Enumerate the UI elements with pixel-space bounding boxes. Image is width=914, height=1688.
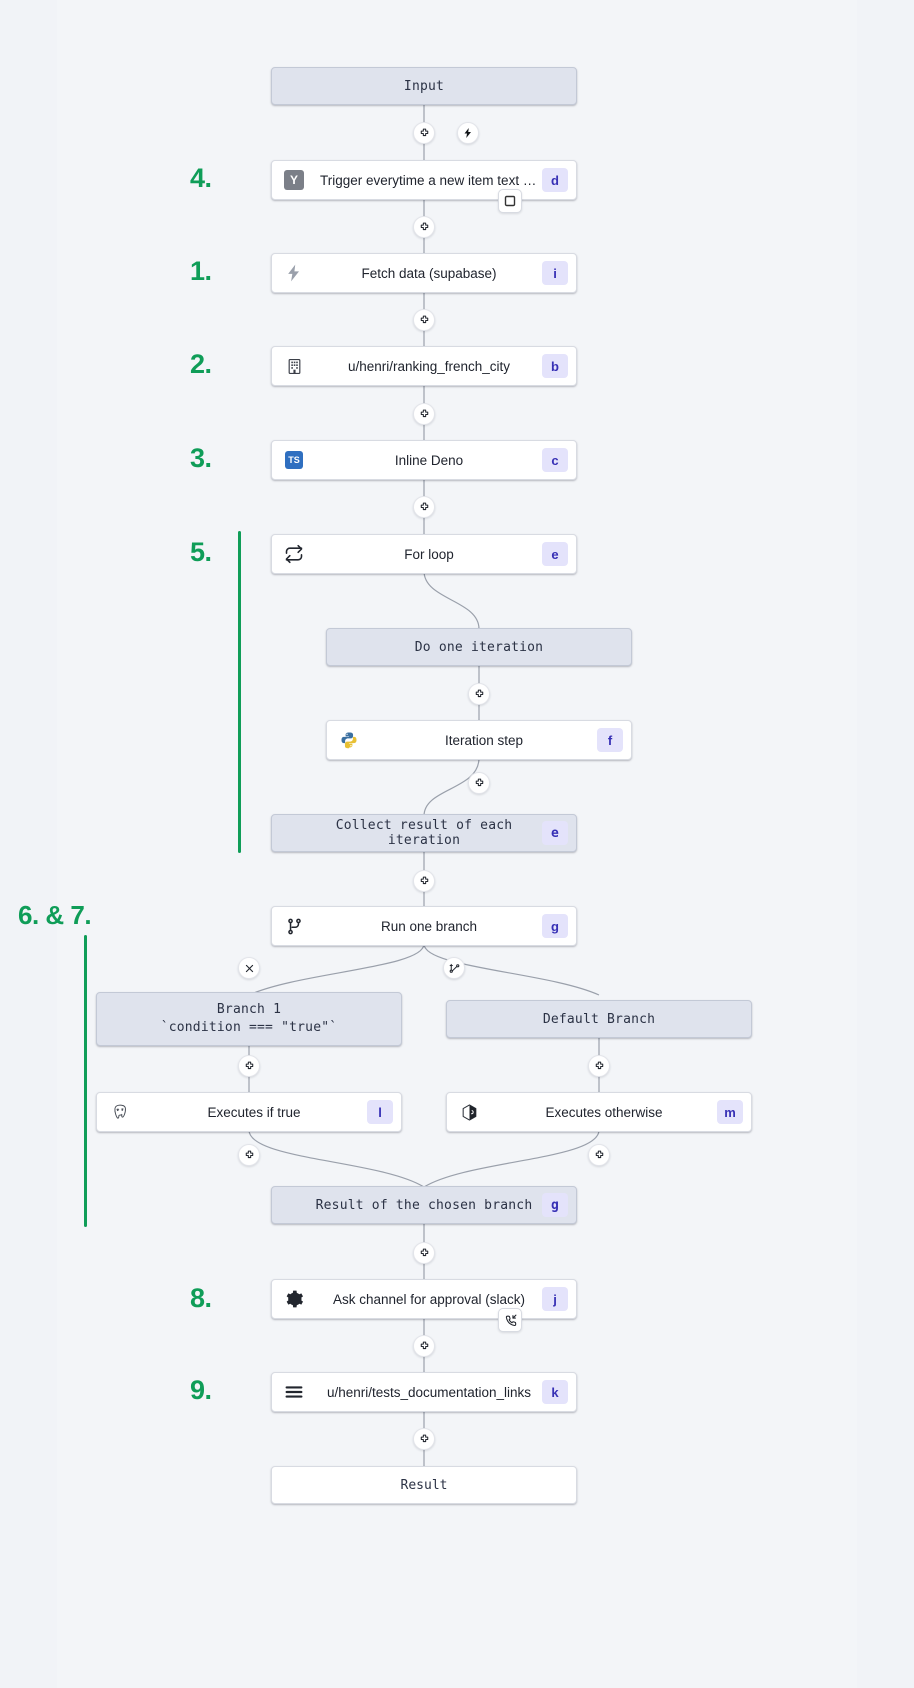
node-trigger[interactable]: Y Trigger everytime a new item text o… d: [271, 160, 577, 200]
node-run-one-branch-badge: g: [542, 914, 568, 938]
node-do-one-iteration[interactable]: Do one iteration: [326, 628, 632, 666]
for-loop-bracket-rule: [238, 531, 241, 853]
node-executes-otherwise-label: Executes otherwise: [545, 1104, 663, 1120]
bolt-grey-icon: [272, 254, 316, 292]
node-fetch-data-label: Fetch data (supabase): [361, 265, 497, 281]
node-branch-1-condition: `condition === "true"`: [160, 1020, 338, 1035]
bun-icon: [447, 1093, 491, 1131]
trigger-bolt-handle[interactable]: [457, 122, 479, 144]
node-trigger-badge: d: [542, 168, 568, 192]
add-step-handle-slack-tests[interactable]: [413, 1335, 435, 1357]
node-run-one-branch-label: Run one branch: [380, 918, 478, 934]
node-for-loop-badge: e: [542, 542, 568, 566]
node-collect-result-badge: e: [542, 821, 568, 845]
node-tests-documentation-links-label: u/henri/tests_documentation_links: [326, 1384, 532, 1400]
node-for-loop-label: For loop: [404, 546, 454, 562]
node-fetch-data[interactable]: Fetch data (supabase) i: [271, 253, 577, 293]
add-step-handle-ranking-deno[interactable]: [413, 403, 435, 425]
stop-square-icon[interactable]: [498, 189, 522, 213]
node-slack-approval-badge: j: [542, 1287, 568, 1311]
node-input-label: Input: [403, 78, 445, 94]
typescript-icon: TS: [272, 441, 316, 479]
node-result[interactable]: Result: [271, 1466, 577, 1504]
add-step-handle-chosen-slack[interactable]: [413, 1242, 435, 1264]
node-iteration-step-badge: f: [597, 728, 623, 752]
node-run-one-branch[interactable]: Run one branch g: [271, 906, 577, 946]
add-step-handle-branch1[interactable]: [238, 1055, 260, 1077]
add-step-handle-trigger-fetch[interactable]: [413, 216, 435, 238]
node-inline-deno-label: Inline Deno: [394, 452, 464, 468]
node-input[interactable]: Input: [271, 67, 577, 105]
node-inline-deno[interactable]: TS Inline Deno c: [271, 440, 577, 480]
loop-icon: [272, 535, 316, 573]
add-step-handle-iteration-collect[interactable]: [468, 772, 490, 794]
node-for-loop[interactable]: For loop e: [271, 534, 577, 574]
node-chosen-branch-result[interactable]: Result of the chosen branch g: [271, 1186, 577, 1224]
node-executes-otherwise-badge: m: [717, 1100, 743, 1124]
node-inline-deno-badge: c: [542, 448, 568, 472]
node-slack-approval[interactable]: Ask channel for approval (slack) j: [271, 1279, 577, 1319]
gear-icon: [272, 1280, 316, 1318]
node-executes-otherwise[interactable]: Executes otherwise m: [446, 1092, 752, 1132]
node-chosen-branch-result-label: Result of the chosen branch: [315, 1197, 533, 1213]
node-ranking-french-city[interactable]: u/henri/ranking_french_city b: [271, 346, 577, 386]
node-iteration-step[interactable]: Iteration step f: [326, 720, 632, 760]
step-number-4: 4.: [190, 163, 212, 193]
postgres-icon: [97, 1093, 141, 1131]
remove-branch-handle[interactable]: [238, 957, 260, 979]
node-branch-1[interactable]: Branch 1 `condition === "true"`: [96, 992, 402, 1046]
node-collect-result[interactable]: Collect result of each iteration e: [271, 814, 577, 852]
phone-incoming-icon[interactable]: [498, 1308, 522, 1332]
step-number-5: 5.: [190, 537, 212, 567]
node-trigger-label: Trigger everytime a new item text o…: [320, 172, 542, 188]
add-step-handle-default-branch[interactable]: [588, 1055, 610, 1077]
node-collect-result-label: Collect result of each iteration: [335, 818, 513, 848]
node-iteration-step-label: Iteration step: [444, 732, 524, 748]
hamburger-icon: [272, 1373, 316, 1411]
add-step-handle-collect-branch[interactable]: [413, 870, 435, 892]
yaml-icon: Y: [272, 161, 316, 199]
step-number-2: 2.: [190, 349, 212, 379]
node-executes-if-true[interactable]: Executes if true l: [96, 1092, 402, 1132]
branch-icon: [272, 907, 316, 945]
step-number-9: 9.: [190, 1375, 212, 1405]
node-result-label: Result: [400, 1477, 448, 1493]
step-number-3: 3.: [190, 443, 212, 473]
node-ranking-french-city-badge: b: [542, 354, 568, 378]
node-ranking-french-city-label: u/henri/ranking_french_city: [347, 358, 511, 374]
add-step-handle-after-executes-otherwise[interactable]: [588, 1144, 610, 1166]
node-tests-documentation-links-badge: k: [542, 1380, 568, 1404]
add-step-handle-iteration[interactable]: [468, 683, 490, 705]
node-slack-approval-label: Ask channel for approval (slack): [332, 1291, 526, 1307]
node-executes-if-true-badge: l: [367, 1100, 393, 1124]
step-number-8: 8.: [190, 1283, 212, 1313]
add-step-handle-input-trigger[interactable]: [413, 122, 435, 144]
node-do-one-iteration-label: Do one iteration: [414, 639, 544, 655]
add-step-handle-fetch-ranking[interactable]: [413, 309, 435, 331]
node-executes-if-true-label: Executes if true: [207, 1104, 301, 1120]
step-number-6-and-7: 6. & 7.: [18, 900, 92, 930]
node-branch-1-title: Branch 1: [216, 1002, 282, 1018]
node-chosen-branch-result-badge: g: [542, 1193, 568, 1217]
python-icon: [327, 721, 371, 759]
building-icon: [272, 347, 316, 385]
node-tests-documentation-links[interactable]: u/henri/tests_documentation_links k: [271, 1372, 577, 1412]
node-default-branch-label: Default Branch: [542, 1011, 656, 1027]
node-default-branch[interactable]: Default Branch: [446, 1000, 752, 1038]
branch-bracket-rule: [84, 935, 87, 1227]
node-fetch-data-badge: i: [542, 261, 568, 285]
add-branch-handle[interactable]: [443, 957, 465, 979]
add-step-handle-deno-forloop[interactable]: [413, 496, 435, 518]
add-step-handle-tests-result[interactable]: [413, 1428, 435, 1450]
step-number-1: 1.: [190, 256, 212, 286]
add-step-handle-after-executes-true[interactable]: [238, 1144, 260, 1166]
